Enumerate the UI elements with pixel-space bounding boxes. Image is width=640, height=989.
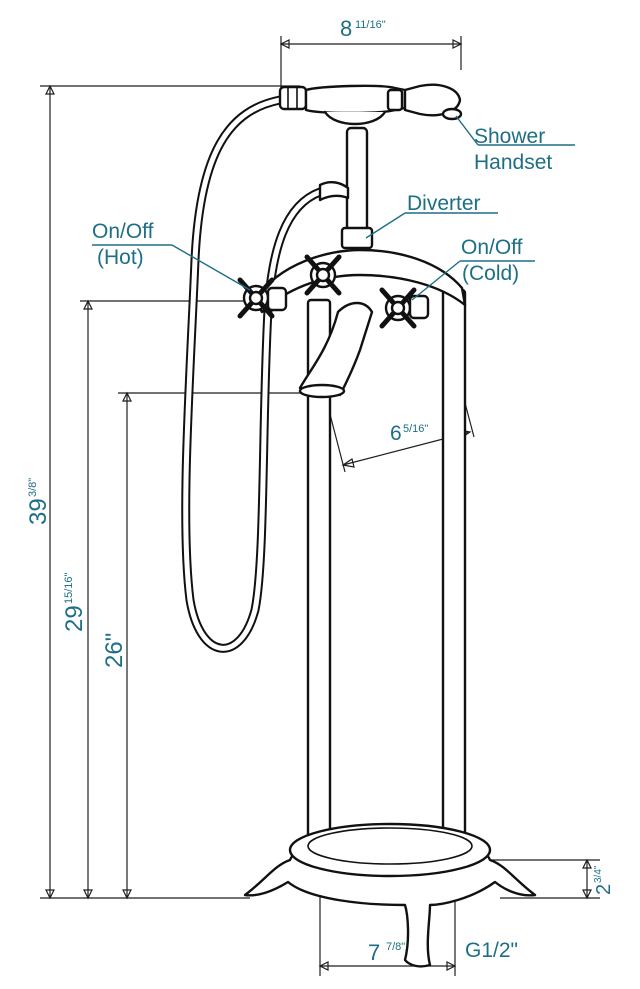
dim-total-height-main: 39 <box>25 498 52 525</box>
cold-label-2: (Cold) <box>462 262 519 285</box>
dim-base-height-frac: 3/4" <box>593 865 604 883</box>
floor-base <box>243 822 537 968</box>
dim-base-height-main: 2 <box>593 884 615 895</box>
hot-label-2: (Hot) <box>97 246 144 269</box>
diverter-label: Diverter <box>407 192 481 215</box>
right-supply-pipe <box>441 288 467 842</box>
shower-label-2: Handset <box>474 151 552 174</box>
dim-leg-main: 7 <box>368 940 380 965</box>
shower-label-1: Shower <box>474 125 545 148</box>
shower-handset <box>278 83 463 126</box>
thread-label: G1/2" <box>465 939 518 962</box>
dim-reach-main: 6 <box>390 422 402 445</box>
diverter-handle <box>304 254 342 296</box>
dim-handset-width-main: 8 <box>340 16 352 41</box>
dim-handle-height-main: 29 <box>61 605 88 632</box>
dim-leg-frac: 7/8" <box>386 941 405 953</box>
leader-lines <box>92 115 575 301</box>
hot-handle <box>237 277 288 319</box>
hot-label-1: On/Off <box>92 220 154 243</box>
cold-handle <box>379 287 430 329</box>
labels: Shower Handset Diverter On/Off (Hot) On/… <box>25 16 615 965</box>
dim-spout-height-main: 26" <box>101 633 128 668</box>
dim-total-height-frac: 3/8" <box>27 478 39 497</box>
dim-handset-width-frac: 11/16" <box>355 19 386 31</box>
dim-handle-height-frac: 15/16" <box>63 572 75 604</box>
faucet-illustration <box>181 83 537 968</box>
cold-label-1: On/Off <box>461 236 523 259</box>
dim-reach-frac: 5/16" <box>403 423 428 435</box>
